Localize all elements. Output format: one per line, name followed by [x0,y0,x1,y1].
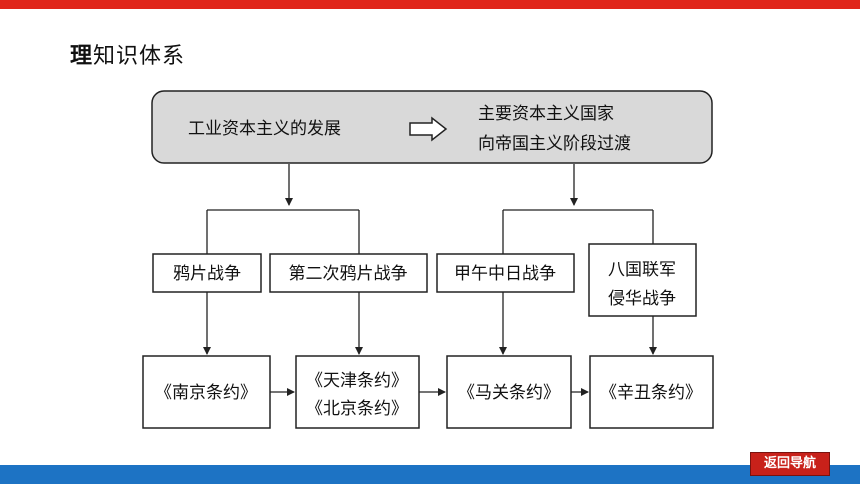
page-title-first-char: 理 [70,44,94,69]
treaty-box-nanjing [142,355,271,429]
treaty-box-maguan [446,355,572,429]
war-second-opium-label: 第二次鸦片战争 [289,264,408,284]
hollow-arrow-icon [409,116,448,142]
war-jiawu-label: 甲午中日战争 [454,264,556,284]
treaty-box-tianjin-beijing [295,355,420,429]
top-accent-bar [0,0,860,9]
treaty-xinchou-label: 《辛丑条约》 [600,383,702,403]
treaty-box-xinchou [589,355,714,429]
war-box-second-opium [269,253,428,293]
war-box-eight-nation [588,243,697,317]
treaty-beijing-label: 《北京条约》 [306,399,408,419]
war-eight-nation-line1: 八国联军 [608,260,676,280]
treaty-maguan-label: 《马关条约》 [458,383,560,403]
page-title: 理知识体系 [70,38,185,70]
return-nav-button[interactable]: 返回导航 [750,452,830,476]
top-right-line1: 主要资本主义国家 [478,104,614,124]
treaty-tianjin-label: 《天津条约》 [306,371,408,391]
page-title-rest: 知识体系 [93,44,186,69]
war-box-jiawu [436,253,575,293]
bottom-accent-bar [0,465,860,484]
treaty-nanjing-label: 《南京条约》 [155,383,257,403]
war-opium-label: 鸦片战争 [173,264,241,284]
top-left-text: 工业资本主义的发展 [188,119,341,139]
war-eight-nation-line2: 侵华战争 [608,289,676,309]
top-right-line2: 向帝国主义阶段过渡 [478,134,631,154]
